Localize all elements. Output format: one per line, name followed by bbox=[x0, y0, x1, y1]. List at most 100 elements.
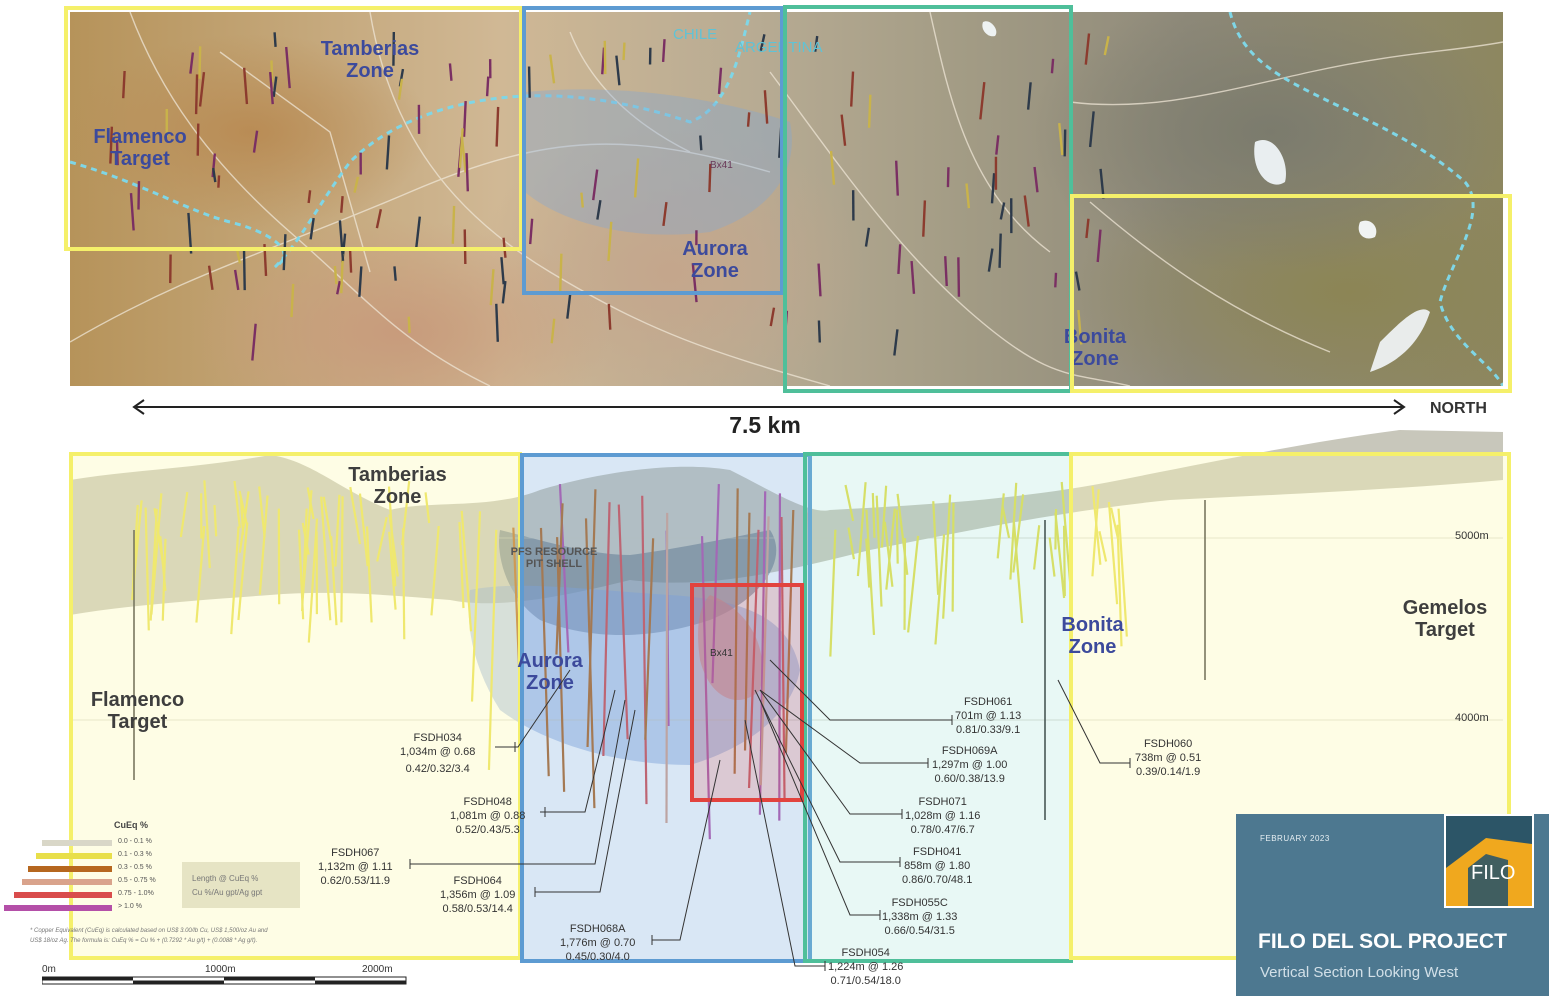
section-drill-trace bbox=[934, 534, 946, 645]
section-drill-trace bbox=[733, 488, 739, 774]
plan-drill-trace bbox=[338, 220, 345, 261]
section-drill-trace bbox=[258, 495, 269, 595]
section-drill-trace bbox=[865, 509, 876, 635]
section-drill-trace bbox=[458, 522, 465, 609]
plan-drill-trace bbox=[527, 66, 531, 98]
section-drill-trace bbox=[233, 480, 241, 529]
plan-drill-trace bbox=[462, 101, 467, 137]
section-drill-trace bbox=[258, 486, 266, 538]
country-label-chile: CHILE bbox=[673, 26, 718, 43]
plan-drill-trace bbox=[198, 71, 206, 107]
section-drill-trace bbox=[951, 502, 955, 612]
plan-drill-trace bbox=[893, 329, 899, 356]
salar-patch bbox=[1254, 140, 1286, 185]
plan-drill-trace bbox=[501, 280, 507, 304]
elevation-5000m: 5000m bbox=[1455, 530, 1489, 542]
section-drill-trace bbox=[365, 526, 373, 623]
section-drill-trace bbox=[895, 509, 899, 564]
plan-drill-trace bbox=[840, 114, 847, 146]
section-drill-trace bbox=[942, 494, 952, 619]
plan-drill-traces bbox=[109, 31, 1110, 361]
section-drill-trace bbox=[237, 522, 249, 621]
section-drill-trace bbox=[1091, 489, 1100, 577]
scalebar-1000m: 1000m bbox=[205, 964, 236, 975]
plan-drill-trace bbox=[979, 82, 986, 120]
section-drill-trace bbox=[641, 495, 648, 805]
section-drill-trace bbox=[238, 490, 249, 527]
section-drill-trace bbox=[301, 490, 313, 599]
section-background bbox=[70, 430, 1503, 765]
section-drill-trace bbox=[829, 529, 837, 657]
plan-drill-trace bbox=[566, 291, 572, 319]
section-drill-trace bbox=[238, 491, 250, 553]
plan-drill-trace bbox=[282, 234, 287, 271]
section-drill-trace bbox=[322, 496, 333, 543]
footnote-line1: * Copper Equivalent (CuEq) is calculated… bbox=[30, 928, 268, 934]
scalebar-2000m: 2000m bbox=[362, 964, 393, 975]
plan-drill-trace bbox=[829, 150, 836, 185]
plan-drill-trace bbox=[335, 280, 342, 295]
legend-label: 0.0 - 0.1 % bbox=[118, 838, 152, 845]
section-drill-trace bbox=[460, 510, 473, 632]
section-label-bx41: Bx41 bbox=[710, 648, 733, 659]
plan-drill-trace bbox=[340, 196, 344, 213]
section-drill-trace bbox=[1062, 525, 1066, 597]
plan-drill-trace bbox=[270, 60, 274, 83]
section-drill-trace bbox=[297, 529, 305, 620]
plan-label-bx41: Bx41 bbox=[710, 160, 733, 171]
plan-drill-trace bbox=[285, 46, 291, 89]
plan-drill-trace bbox=[607, 303, 612, 330]
section-drill-trace bbox=[932, 501, 940, 595]
section-drill-trace bbox=[880, 485, 888, 548]
plan-drill-trace bbox=[944, 256, 948, 287]
plan-drill-trace bbox=[922, 200, 927, 237]
legend-swatch bbox=[36, 853, 112, 859]
legend-swatch bbox=[22, 879, 112, 885]
section-drill-trace bbox=[213, 505, 218, 537]
plan-box-tamberias-flamenco bbox=[64, 6, 523, 251]
plan-drill-trace bbox=[236, 250, 242, 264]
plan-drill-trace bbox=[1023, 195, 1030, 227]
plan-drill-trace bbox=[358, 266, 363, 297]
plan-drill-trace bbox=[375, 209, 383, 229]
section-drill-trace bbox=[239, 497, 245, 535]
plan-drill-trace bbox=[615, 55, 621, 86]
scalebar bbox=[42, 976, 407, 985]
plan-drill-trace bbox=[759, 34, 766, 53]
plan-drill-trace bbox=[601, 47, 606, 75]
plan-drill-trace bbox=[1103, 36, 1110, 56]
plan-drill-trace bbox=[1026, 82, 1032, 110]
plan-drill-trace bbox=[1077, 309, 1083, 345]
section-drill-trace bbox=[1032, 525, 1041, 570]
section-drill-trace bbox=[1054, 512, 1066, 599]
plan-map-overlay bbox=[70, 12, 1503, 386]
plan-label-bonita: Bonita Zone bbox=[1063, 326, 1127, 370]
plan-drill-trace bbox=[1096, 229, 1102, 263]
section-drill-trace bbox=[179, 491, 189, 538]
plan-drill-trace bbox=[1074, 271, 1081, 291]
section-drill-trace bbox=[358, 493, 369, 567]
plan-drill-trace bbox=[910, 260, 916, 294]
section-label-gemelos: Gemelos Target bbox=[1402, 597, 1488, 641]
plan-drill-trace bbox=[463, 229, 467, 265]
plan-drill-trace bbox=[867, 94, 872, 128]
plan-drill-trace bbox=[196, 123, 200, 156]
plan-drill-trace bbox=[549, 54, 556, 84]
section-drill-trace bbox=[150, 493, 163, 615]
section-drill-trace bbox=[856, 482, 867, 577]
logo-sun-icon bbox=[1446, 838, 1532, 906]
plan-drill-trace bbox=[1050, 58, 1055, 74]
plan-drill-trace bbox=[233, 269, 240, 291]
section-drill-trace bbox=[871, 493, 876, 538]
plan-drill-trace bbox=[252, 130, 259, 153]
north-label: NORTH bbox=[1430, 400, 1487, 417]
section-drill-trace bbox=[1116, 524, 1123, 647]
footnote-line2: US$ 18/oz Ag. The formula is: CuEq % = C… bbox=[30, 938, 258, 944]
plan-drill-trace bbox=[290, 283, 295, 318]
plan-drill-trace bbox=[817, 263, 822, 297]
